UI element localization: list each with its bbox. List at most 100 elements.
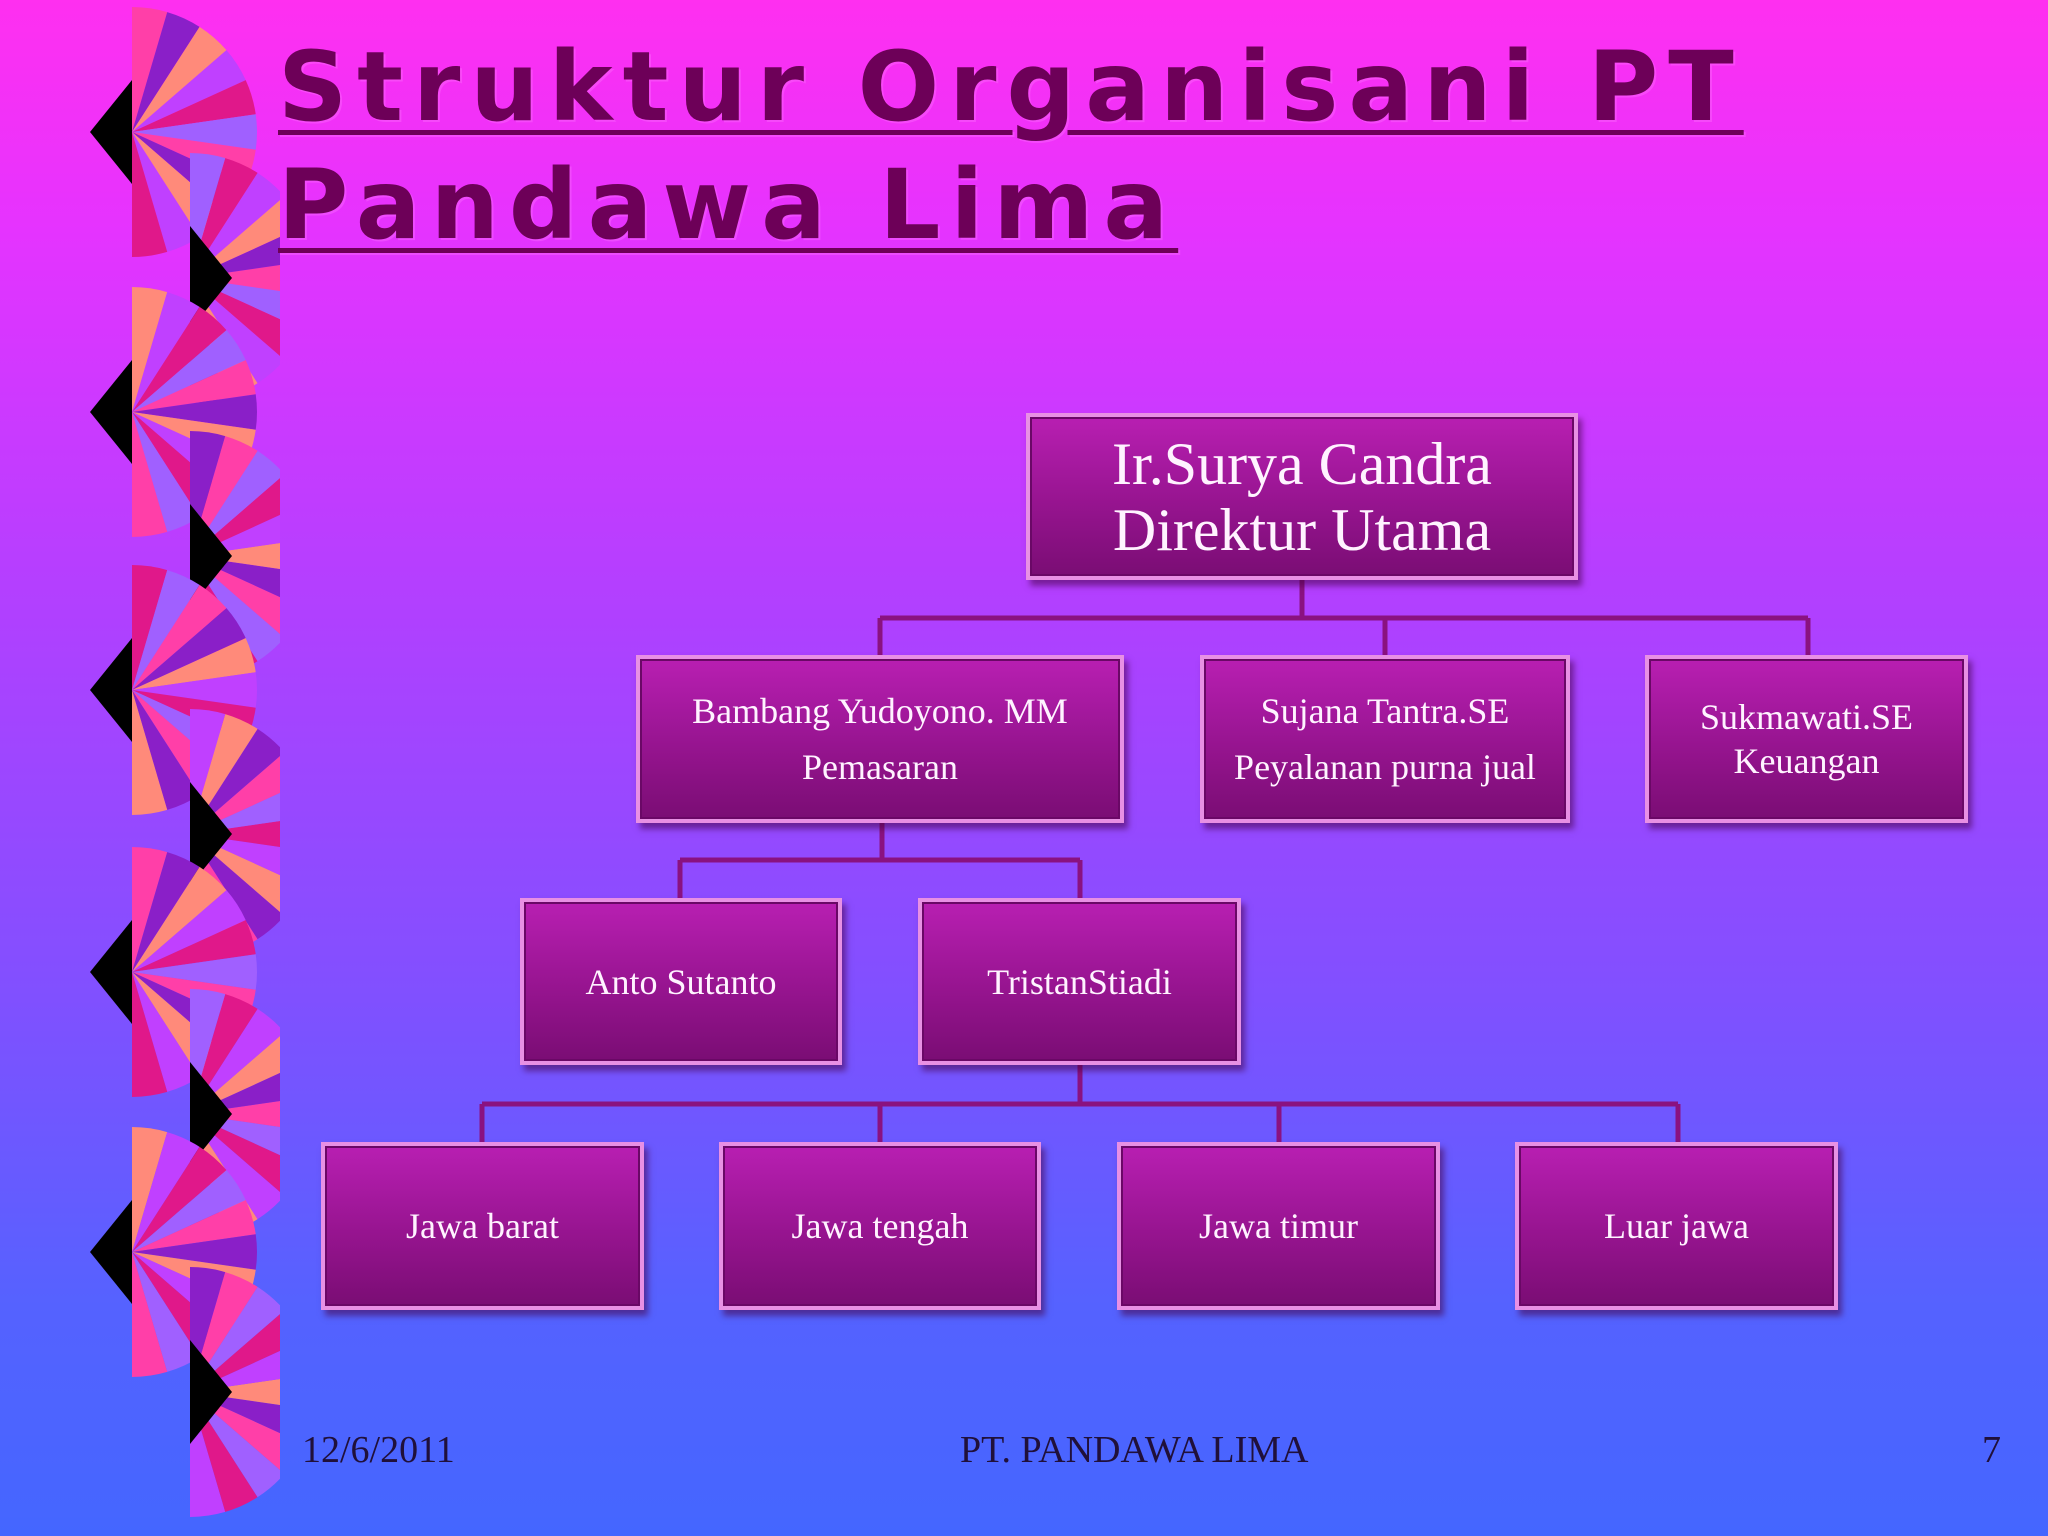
fan-ornament xyxy=(190,1267,280,1517)
manager-box-finance: Sukmawati.SE Keuangan xyxy=(1645,655,1968,823)
fan-segment xyxy=(132,394,257,430)
fan-segment xyxy=(190,1114,280,1220)
fan-segment xyxy=(132,690,168,815)
director-role: Direktur Utama xyxy=(1112,496,1492,563)
fan-segment xyxy=(190,1114,280,1192)
fan-segment xyxy=(190,1392,280,1498)
fan-segment xyxy=(190,556,280,598)
director-name: Ir.Surya Candra xyxy=(1112,430,1492,497)
fan-segment xyxy=(190,278,280,356)
fan-segment xyxy=(190,1008,280,1114)
manager-box-after-sales: Sujana Tantra.SE Peyalanan purna jual xyxy=(1200,655,1570,823)
fan-segment xyxy=(190,1350,280,1392)
fan-segment xyxy=(132,570,200,690)
fan-segment xyxy=(190,478,280,556)
footer-date: 12/6/2011 xyxy=(302,1429,455,1471)
fan-segment xyxy=(190,821,280,847)
fan-ornament xyxy=(90,7,257,257)
fan-ornament xyxy=(90,287,257,537)
connector-director-managers xyxy=(877,580,1811,655)
fan-segment xyxy=(190,1392,280,1470)
fan-segment xyxy=(132,1127,168,1252)
fan-segment xyxy=(132,890,246,972)
fan-segment xyxy=(132,584,227,690)
fan-segment xyxy=(132,1252,200,1372)
fan-segment xyxy=(190,236,280,278)
fan-segment xyxy=(190,278,280,384)
fan-segment xyxy=(190,1379,280,1405)
fan-segment xyxy=(132,1146,227,1252)
fan-segment xyxy=(132,114,257,150)
fan-segment xyxy=(132,287,168,412)
staff-name: TristanStiadi xyxy=(987,961,1172,1002)
region-name: Jawa barat xyxy=(406,1206,559,1246)
fan-black-tip xyxy=(90,638,132,742)
fan-segment xyxy=(132,1170,246,1252)
fan-segment xyxy=(132,132,200,252)
fan-black-tip xyxy=(90,360,132,464)
fan-segment xyxy=(190,543,280,569)
fan-black-tip xyxy=(190,226,232,330)
manager-role: Keuangan xyxy=(1733,741,1880,781)
fan-segment xyxy=(190,792,280,834)
fan-segment xyxy=(190,278,280,320)
fan-segment xyxy=(132,412,168,537)
fan-ornament xyxy=(90,1127,257,1377)
fan-segment xyxy=(132,132,168,257)
region-box: Jawa barat xyxy=(321,1142,644,1310)
fan-segment xyxy=(190,265,280,291)
fan-segment xyxy=(132,26,227,132)
fan-segment xyxy=(132,7,168,132)
fan-segment xyxy=(132,638,256,690)
manager-name: Sukmawati.SE xyxy=(1700,697,1913,737)
fan-segment xyxy=(132,80,256,132)
fan-segment xyxy=(132,50,246,132)
connector-staff-regions xyxy=(479,1065,1681,1142)
fan-segment xyxy=(190,200,280,278)
fan-black-tip xyxy=(90,1200,132,1304)
fan-black-tip xyxy=(190,782,232,886)
fan-segment xyxy=(132,292,200,412)
fan-segment xyxy=(132,672,257,708)
manager-role: Pemasaran xyxy=(802,747,958,787)
fan-segment xyxy=(132,1234,257,1270)
fan-segment xyxy=(190,556,280,662)
fan-segment xyxy=(190,834,280,876)
fan-segment xyxy=(132,954,257,990)
fan-segment xyxy=(132,866,227,972)
staff-box: TristanStiadi xyxy=(918,898,1241,1065)
fan-segment xyxy=(132,1252,168,1377)
fan-black-tip xyxy=(190,504,232,608)
fan-segment xyxy=(132,306,227,412)
manager-box-marketing: Bambang Yudoyono. MM Pemasaran xyxy=(636,655,1124,823)
manager-name: Sujana Tantra.SE xyxy=(1260,691,1510,731)
fan-segment xyxy=(132,852,200,972)
fan-black-tip xyxy=(90,920,132,1024)
region-name: Luar jawa xyxy=(1604,1206,1749,1246)
footer-company: PT. PANDAWA LIMA xyxy=(960,1429,1309,1471)
title-line-2: Pandawa Lima xyxy=(278,149,1179,261)
region-name: Jawa timur xyxy=(1199,1206,1358,1246)
fan-segment xyxy=(132,608,246,690)
fan-black-tip xyxy=(190,1340,232,1444)
fan-segment xyxy=(132,690,200,810)
director-box: Ir.Surya Candra Direktur Utama xyxy=(1026,413,1578,580)
fan-segment xyxy=(132,12,200,133)
region-box: Luar jawa xyxy=(1515,1142,1838,1310)
region-box: Jawa tengah xyxy=(719,1142,1041,1310)
fan-segment xyxy=(190,728,280,834)
fan-segment xyxy=(190,172,280,278)
fan-segment xyxy=(132,330,246,412)
fan-segment xyxy=(190,834,280,940)
fan-segment xyxy=(190,1286,280,1392)
manager-role: Peyalanan purna jual xyxy=(1234,747,1536,787)
fan-segment xyxy=(132,847,168,972)
fan-segment xyxy=(190,450,280,556)
fan-segment xyxy=(190,1114,280,1156)
fan-segment xyxy=(190,1392,280,1434)
fan-segment xyxy=(190,1036,280,1114)
fan-segment xyxy=(190,556,280,634)
staff-box: Anto Sutanto xyxy=(520,898,842,1065)
slide-title: Struktur Organisani PT Pandawa Lima xyxy=(278,28,1744,264)
fan-segment xyxy=(190,834,280,912)
